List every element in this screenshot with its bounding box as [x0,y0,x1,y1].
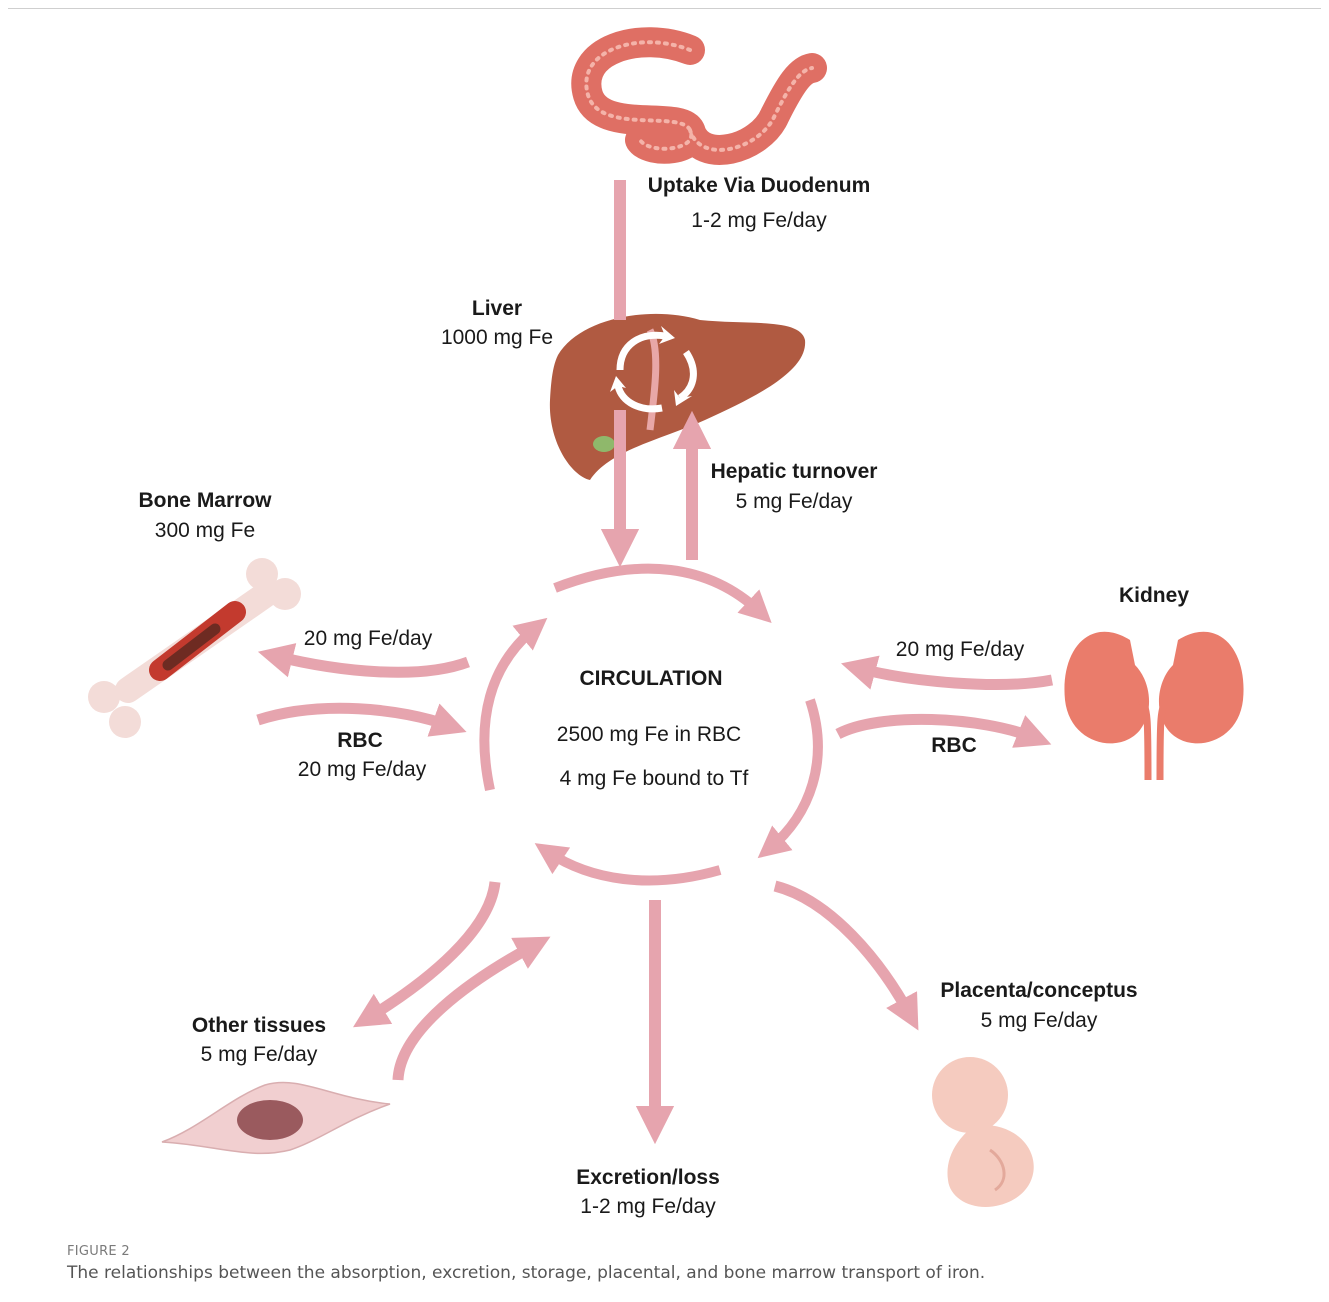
bone-in-value: 20 mg Fe/day [298,758,427,781]
circulation-arc-bottom [548,852,720,880]
other-tissues-title: Other tissues [192,1014,326,1037]
duodenum-icon [586,42,812,150]
figure-caption: The relationships between the absorption… [67,1263,985,1283]
kidney-title: Kidney [1119,584,1189,607]
cell-icon [162,1083,390,1154]
liver-value: 1000 mg Fe [441,326,553,349]
bone-out-value: 20 mg Fe/day [304,627,433,650]
circulation-line-1: 2500 mg Fe in RBC [557,723,741,746]
tissues-to-circulation-arrow [398,945,535,1080]
bone-in-title: RBC [337,729,383,752]
hepatic-title: Hepatic turnover [711,460,878,483]
circulation-arc-right [770,700,818,848]
bone-marrow-value: 300 mg Fe [155,519,255,542]
fetus-icon [932,1057,1034,1207]
bone-to-circulation-arrow [258,708,450,726]
circulation-to-bone-arrow [275,656,468,672]
liver-icon [550,314,805,480]
figure-label: FIGURE 2 [67,1244,130,1259]
other-tissues-value: 5 mg Fe/day [201,1043,318,1066]
circulation-to-tissues-arrow [368,882,495,1018]
circulation-title: CIRCULATION [579,667,722,690]
bone-marrow-title: Bone Marrow [138,489,272,512]
excretion-title: Excretion/loss [576,1166,720,1189]
iron-metabolism-diagram: Uptake Via Duodenum 1-2 mg Fe/day Liver … [0,0,1329,1235]
duodenum-title: Uptake Via Duodenum [648,174,871,197]
placenta-arrow [775,886,910,1015]
kidney-out-value: 20 mg Fe/day [896,638,1025,661]
circulation-arc-top [555,569,760,612]
hepatic-value: 5 mg Fe/day [736,490,853,513]
bone-icon [88,558,301,738]
kidney-in-title: RBC [931,734,977,757]
kidney-to-circulation-arrow [858,668,1052,684]
duodenum-value: 1-2 mg Fe/day [691,209,827,232]
circulation-arc-left [484,628,535,790]
kidney-icon [1064,632,1243,780]
circulation-line-2: 4 mg Fe bound to Tf [560,767,749,790]
placenta-value: 5 mg Fe/day [981,1009,1098,1032]
placenta-title: Placenta/conceptus [940,979,1137,1002]
excretion-value: 1-2 mg Fe/day [580,1195,716,1218]
liver-title: Liver [472,297,522,320]
